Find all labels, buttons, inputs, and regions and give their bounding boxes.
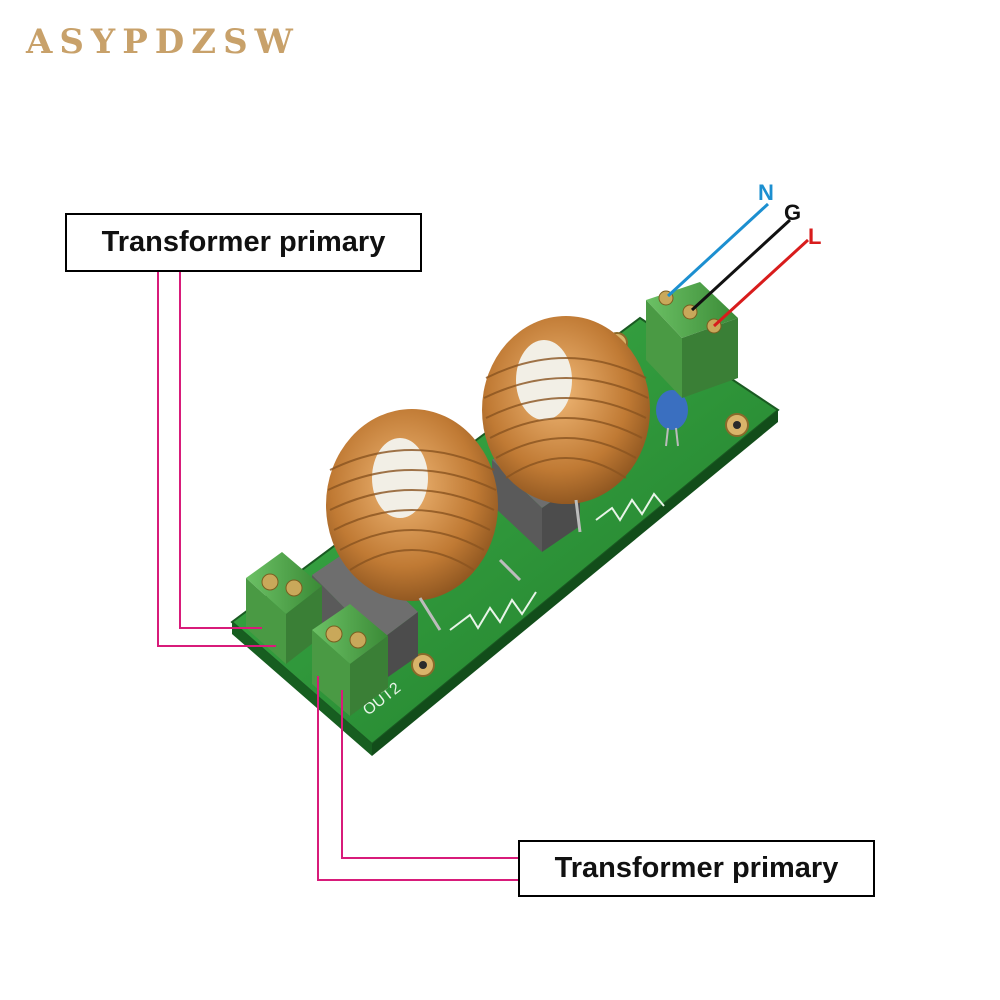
wire-label-g: G [784, 200, 801, 225]
blue-capacitor [656, 390, 688, 447]
toroid-coil-2 [482, 316, 650, 533]
transformer-primary-label-top: Transformer primary [65, 213, 422, 272]
toroid-coil-1 [326, 409, 522, 631]
lead-lines-bottom [317, 676, 518, 881]
lead-lines-top [157, 272, 276, 647]
input-wires: N G L [666, 180, 821, 328]
terminal-block-out1 [246, 552, 322, 664]
wire-label-l: L [808, 224, 821, 249]
transformer-primary-label-bottom: Transformer primary [518, 840, 875, 897]
terminal-block-out2 [312, 604, 388, 716]
wire-label-n: N [758, 180, 774, 205]
brand-logo: ASYPDZSW [26, 22, 300, 62]
